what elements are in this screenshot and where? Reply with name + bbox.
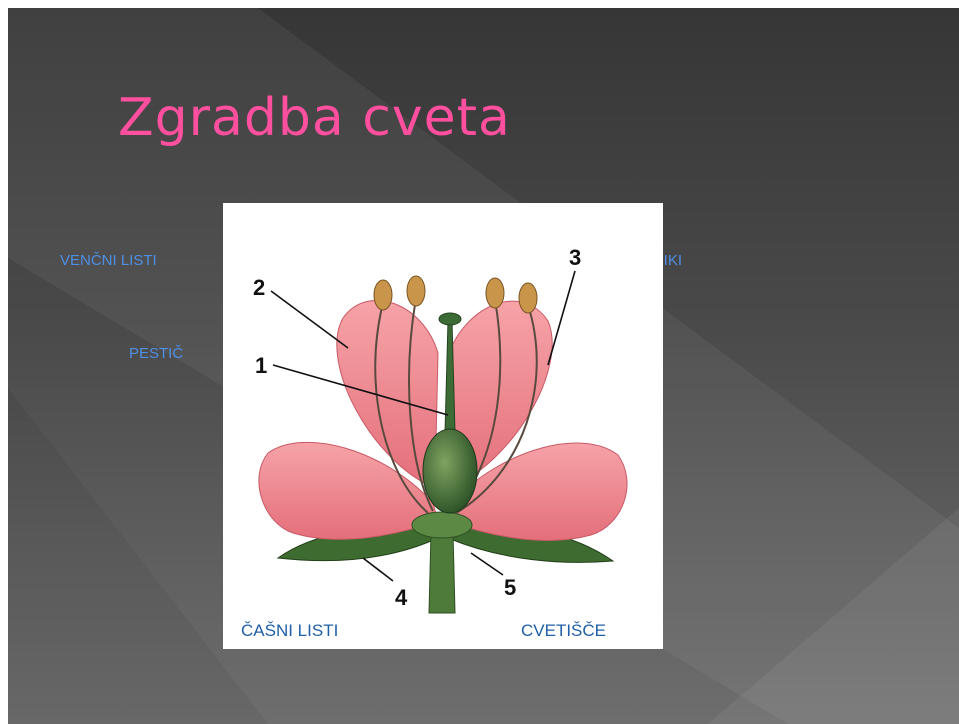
slide-title: Zgradba cveta	[118, 88, 511, 148]
receptacle	[411, 511, 473, 539]
petal-upper-right	[448, 300, 553, 489]
label-petals: VENČNI LISTI	[60, 252, 157, 269]
leader-lines	[270, 270, 576, 582]
stem	[428, 532, 456, 614]
flower-diagram: 1 2 3 4 5 ČAŠNI LISTI CVETIŠČE	[223, 203, 663, 649]
number-2: 2	[253, 275, 265, 300]
anthers	[373, 275, 538, 314]
ovary	[422, 428, 478, 514]
number-4: 4	[395, 585, 408, 610]
petal-lower-right	[446, 442, 628, 541]
label-receptacle: CVETIŠČE	[521, 621, 607, 640]
label-pistil: PESTIČ	[129, 345, 184, 362]
label-sepals: ČAŠNI LISTI	[241, 621, 339, 640]
style	[444, 320, 456, 434]
number-1: 1	[255, 353, 267, 378]
slide: Zgradba cveta VENČNI LISTI PESTIČ PRAŠNI…	[8, 8, 959, 724]
stigma	[438, 312, 462, 326]
number-3: 3	[569, 245, 581, 270]
petal-lower-left	[258, 441, 439, 540]
flower-illustration: 1 2 3 4 5	[253, 245, 628, 614]
number-5: 5	[504, 575, 516, 600]
